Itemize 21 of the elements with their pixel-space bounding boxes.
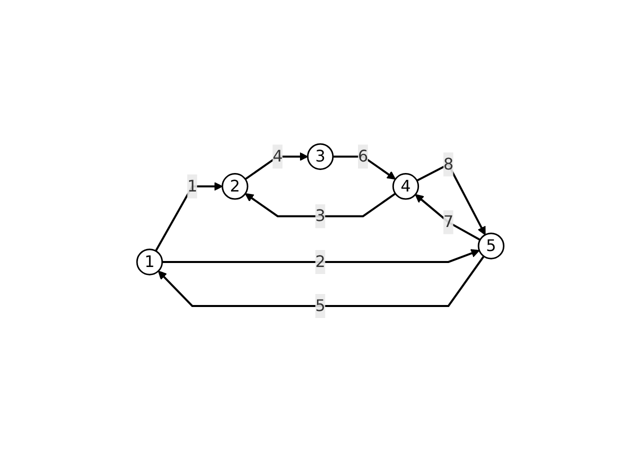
arrow <box>158 256 484 307</box>
arrow <box>414 194 480 241</box>
edge-label: 8 <box>442 154 454 174</box>
node-circle: 3 <box>306 143 334 170</box>
node-circle: 5 <box>477 232 504 260</box>
arrow <box>332 156 396 180</box>
arrow <box>416 163 486 236</box>
arrow <box>244 152 308 180</box>
node-circle: 2 <box>221 173 248 200</box>
node-circle: 4 <box>392 173 419 200</box>
node-circle: 1 <box>136 248 163 276</box>
edge-label: 6 <box>358 146 368 166</box>
edge-label: 4 <box>272 146 282 166</box>
edge-label: 7 <box>442 212 454 232</box>
edge-label: 2 <box>314 252 326 271</box>
edge-label: 5 <box>314 296 326 315</box>
arrow <box>154 182 222 252</box>
edge-label: 1 <box>186 176 198 196</box>
arrow <box>244 192 396 218</box>
arrow <box>162 249 480 263</box>
edge-label: 3 <box>314 206 326 226</box>
